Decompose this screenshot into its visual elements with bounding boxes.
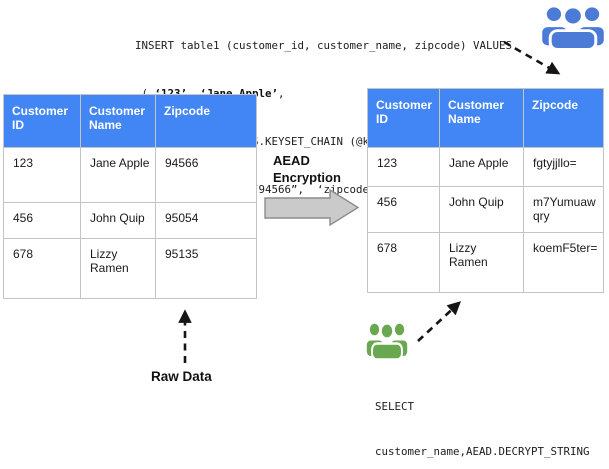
table-row: 123 Jane Apple 94566 (3, 147, 257, 203)
table-cell: John Quip (80, 202, 156, 239)
people-group-icon (366, 322, 408, 360)
column-header: Zipcode (523, 88, 604, 148)
table-row: 456 John Quip m7Yumuawqry (367, 186, 604, 233)
table-cell: koemF5ter= (523, 232, 604, 293)
people-group-icon (542, 5, 604, 50)
table-header-row: Customer ID Customer Name Zipcode (3, 94, 257, 148)
raw-data-table: Customer ID Customer Name Zipcode 123 Ja… (3, 94, 257, 299)
select-sql-line: customer_name,AEAD.DECRYPT_STRING (375, 445, 590, 458)
table-cell: 94566 (155, 147, 257, 203)
column-header: Customer Name (80, 94, 156, 148)
table-row: 678 Lizzy Ramen 95135 (3, 238, 257, 299)
select-to-table-dashed-arrow (417, 301, 461, 342)
table-cell: 678 (367, 232, 440, 293)
column-header: Customer ID (3, 94, 81, 148)
table-cell: fgtyjjllo= (523, 147, 604, 187)
table-cell: 456 (3, 202, 81, 239)
table-cell: Lizzy Ramen (439, 232, 524, 293)
table-cell: 123 (367, 147, 440, 187)
table-cell: 123 (3, 147, 81, 203)
table-cell: Jane Apple (80, 147, 156, 203)
encryption-arrow (264, 188, 360, 227)
table-cell: Jane Apple (439, 147, 524, 187)
select-sql-code: SELECT customer_name,AEAD.DECRYPT_STRING… (375, 369, 590, 469)
insert-sql-line: INSERT table1 (customer_id, customer_nam… (135, 39, 513, 52)
table-row: 123 Jane Apple fgtyjjllo= (367, 147, 604, 187)
table-cell: 456 (367, 186, 440, 233)
table-cell: Lizzy Ramen (80, 238, 156, 299)
table-header-row: Customer ID Customer Name Zipcode (367, 88, 604, 148)
column-header: Zipcode (155, 94, 257, 148)
table-cell: 95054 (155, 202, 257, 239)
encrypted-data-table: Customer ID Customer Name Zipcode 123 Ja… (367, 88, 604, 293)
raw-data-label: Raw Data (151, 369, 212, 384)
column-header: Customer ID (367, 88, 440, 148)
column-header: Customer Name (439, 88, 524, 148)
table-cell: m7Yumuawqry (523, 186, 604, 233)
table-row: 678 Lizzy Ramen koemF5ter= (367, 232, 604, 293)
table-cell: 678 (3, 238, 81, 299)
aead-encryption-label: AEAD Encryption (273, 153, 341, 185)
table-row: 456 John Quip 95054 (3, 202, 257, 239)
select-sql-line: SELECT (375, 400, 415, 413)
table-cell: John Quip (439, 186, 524, 233)
table-cell: 95135 (155, 238, 257, 299)
